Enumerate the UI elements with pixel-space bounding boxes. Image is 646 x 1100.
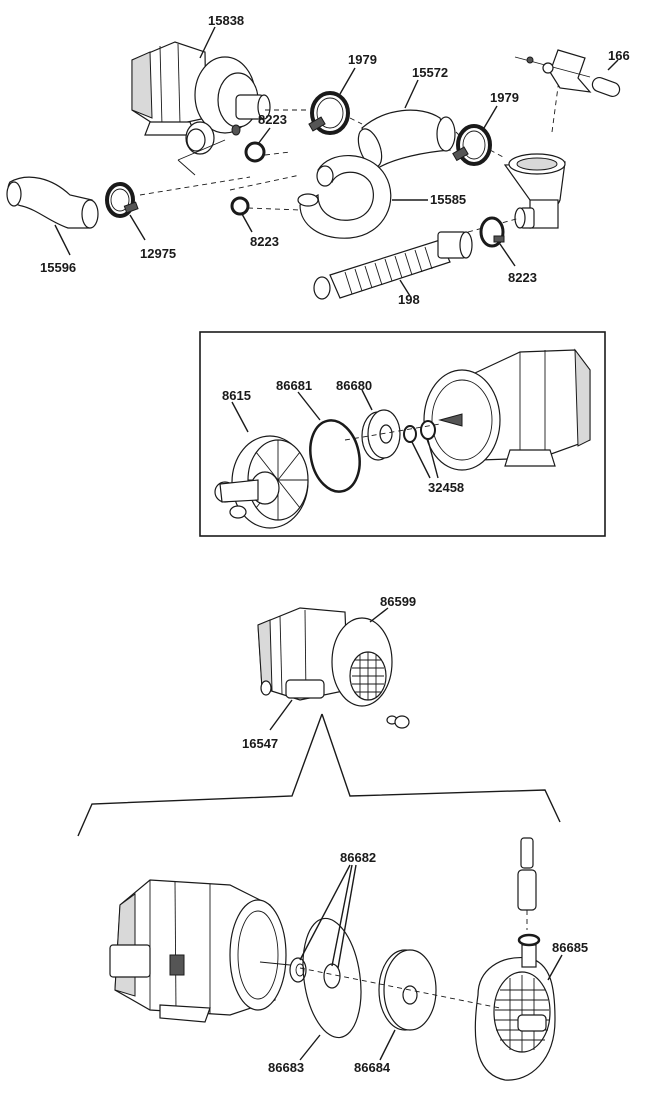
inset-motor: [423, 348, 591, 471]
hose-clamp-1979-right: [452, 105, 498, 166]
inset-frame: [199, 331, 606, 537]
label-86685: 86685: [552, 940, 588, 955]
seal-ring: [289, 957, 307, 983]
label-8223-b: 8223: [250, 234, 279, 249]
inset-pump-exploded: 86681 86680 8615 32458: [199, 331, 606, 537]
label-32458: 32458: [428, 480, 464, 495]
gasket-86683: [299, 917, 362, 1061]
motor-body: [109, 879, 301, 1023]
label-8223-a: 8223: [258, 112, 287, 127]
top-assembly: 15838 1979 15572 1979 166 8223 8223 1558…: [6, 13, 630, 307]
label-86681: 86681: [276, 378, 312, 393]
hose-15572: [357, 79, 456, 169]
hose-clamp-1979-left: [308, 67, 356, 135]
label-198: 198: [398, 292, 420, 307]
strainer-fitting: [503, 71, 566, 229]
hose-clamp-8223-c: [479, 216, 516, 267]
corrugated-hose-198: [313, 231, 473, 300]
impeller-86680: [361, 389, 401, 461]
label-86684: 86684: [354, 1060, 391, 1075]
label-86680: 86680: [336, 378, 372, 393]
label-86683: 86683: [268, 1060, 304, 1075]
label-166: 166: [608, 48, 630, 63]
hose-clamp-8223-b: [230, 196, 253, 233]
hose-clamp-12975: [105, 182, 146, 241]
label-15572: 15572: [412, 65, 448, 80]
o-ring-86681: [297, 391, 361, 493]
label-15585: 15585: [430, 192, 466, 207]
hose-15585: [297, 155, 428, 239]
label-1979-right: 1979: [490, 90, 519, 105]
bracket-166: [514, 49, 621, 97]
seals-32458: [403, 420, 439, 479]
label-12975: 12975: [140, 246, 176, 261]
label-15838: 15838: [208, 13, 244, 28]
label-86599: 86599: [380, 594, 416, 609]
label-8223-c: 8223: [508, 270, 537, 285]
hose-15596: [6, 176, 99, 256]
pump-motor-86599: [257, 607, 410, 731]
impeller-86684: [378, 949, 437, 1061]
label-86682: 86682: [340, 850, 376, 865]
label-1979-left: 1979: [348, 52, 377, 67]
pump-15838: [131, 26, 271, 155]
label-8615: 8615: [222, 388, 251, 403]
callout-bracket: [77, 713, 323, 837]
hose-clamp-8223-a: [244, 127, 271, 163]
exploded-motor: 86682 86685 86683 86684: [109, 837, 588, 1081]
label-15596: 15596: [40, 260, 76, 275]
impeller-housing-8615: [214, 401, 309, 529]
pump-housing-86685: [474, 837, 563, 1081]
label-16547: 16547: [242, 736, 278, 751]
motor-assembly: 86599 16547: [77, 594, 561, 837]
